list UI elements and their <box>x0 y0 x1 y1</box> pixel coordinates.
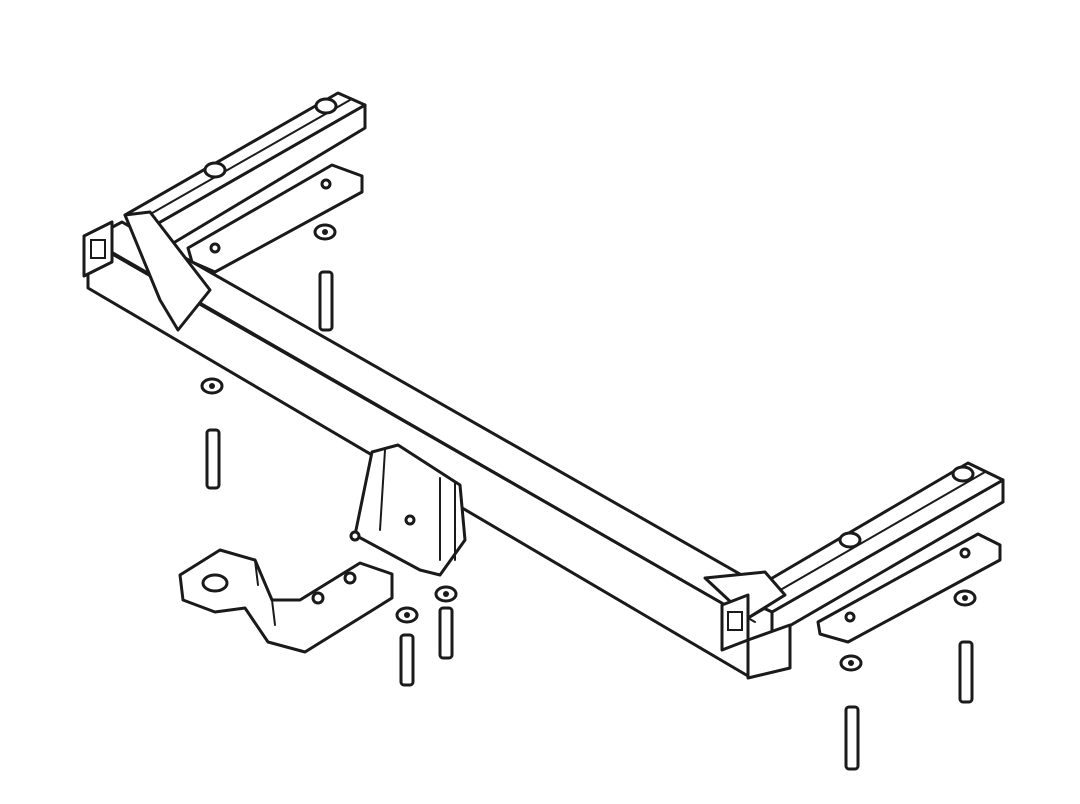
washer-center-left <box>395 606 419 624</box>
washer-left-rear <box>313 223 337 241</box>
nut-left-front <box>203 161 227 179</box>
nut-left-rear <box>314 97 338 115</box>
left-beam-end <box>82 220 114 278</box>
washer-right-rear <box>953 589 977 607</box>
bolt-left-rear <box>318 270 334 332</box>
right-mounting-plate <box>816 532 1002 644</box>
nut-right-front <box>838 531 862 549</box>
right-beam-end <box>720 593 750 652</box>
main-cross-beam <box>82 210 784 678</box>
washer-center-right <box>434 585 458 603</box>
washer-left-front <box>200 377 224 395</box>
nut-right-rear <box>951 465 975 483</box>
bolt-right-front <box>844 705 860 771</box>
tow-ball-mount <box>178 548 394 654</box>
bolt-left-front <box>205 428 221 490</box>
center-hitch-bracket <box>349 443 467 577</box>
bolt-center-right <box>438 606 454 660</box>
left-mounting-arm <box>123 91 367 247</box>
bolt-center-left <box>399 633 415 687</box>
left-gusset <box>123 210 212 332</box>
right-mounting-arm <box>703 461 1005 680</box>
washer-right-front <box>839 654 863 672</box>
bolt-right-rear <box>958 640 974 704</box>
